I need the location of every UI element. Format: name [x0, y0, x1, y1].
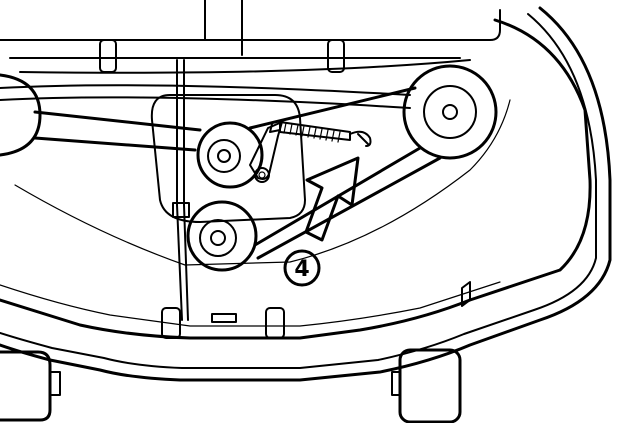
front-wheel-right [391, 348, 462, 423]
top-tab-left [99, 39, 117, 73]
bottom-tab-left [161, 307, 181, 339]
deck-edge-bracket [461, 281, 471, 307]
lower-idler-pulley [186, 200, 258, 272]
bottom-tab-right [265, 307, 285, 339]
callout-4: 4 [283, 249, 321, 287]
bottom-slot [211, 313, 237, 323]
direction-arrow [304, 156, 360, 242]
upper-idler-pulley [196, 121, 264, 189]
callout-number: 4 [294, 257, 309, 282]
tension-spring [269, 121, 372, 147]
drive-belt [33, 86, 442, 260]
deck-contour [14, 99, 511, 266]
vertical-rod [172, 59, 190, 321]
top-tab-right [327, 39, 345, 73]
recess-plate [150, 94, 306, 223]
left-spindle [0, 73, 42, 157]
right-pulley [402, 64, 498, 160]
front-wheel-left [0, 350, 61, 422]
top-frame [0, 0, 501, 109]
